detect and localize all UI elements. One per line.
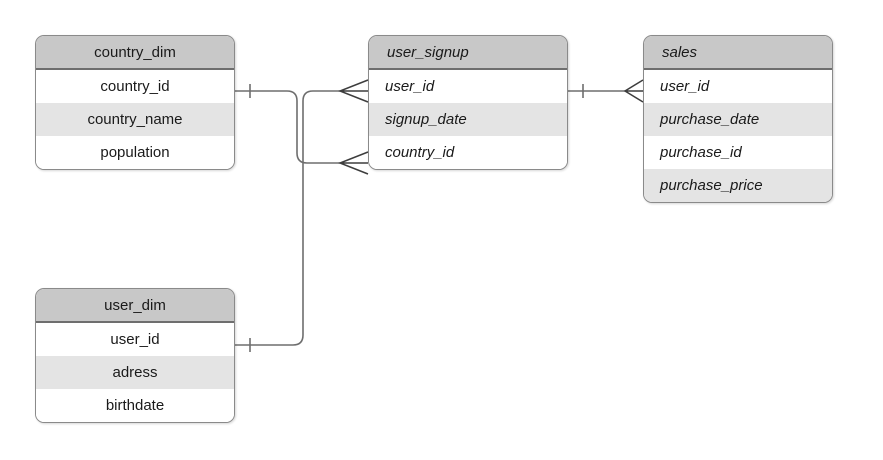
many-cardinality-crowsfoot-user_signup-country_id	[337, 151, 369, 175]
many-cardinality-crowsfoot-user_signup-user_id	[337, 79, 369, 103]
entity-field-user_signup-signup_date[interactable]: signup_date	[369, 103, 567, 136]
entity-field-sales-user_id[interactable]: user_id	[644, 70, 832, 103]
entity-table-sales[interactable]: sales user_id purchase_date purchase_id …	[643, 35, 833, 203]
entity-field-user_dim-user_id[interactable]: user_id	[36, 323, 234, 356]
entity-table-user_signup[interactable]: user_signup user_id signup_date country_…	[368, 35, 568, 170]
entity-field-user_dim-adress[interactable]: adress	[36, 356, 234, 389]
entity-table-country_dim[interactable]: country_dim country_id country_name popu…	[35, 35, 235, 170]
entity-field-country_dim-country_id[interactable]: country_id	[36, 70, 234, 103]
link-path-user_dim-user_signup	[235, 90, 340, 346]
relationship-user_signup-to-sales[interactable]	[568, 79, 644, 103]
entity-field-sales-purchase_date[interactable]: purchase_date	[644, 103, 832, 136]
entity-field-user_dim-birthdate[interactable]: birthdate	[36, 389, 234, 422]
relationship-country_dim-to-user_signup[interactable]	[235, 84, 369, 175]
entity-title-country_dim: country_dim	[36, 36, 234, 70]
entity-field-sales-purchase_price[interactable]: purchase_price	[644, 169, 832, 202]
entity-field-user_signup-country_id[interactable]: country_id	[369, 136, 567, 169]
many-cardinality-crowsfoot-sales-user_id	[623, 79, 644, 103]
link-path-country_dim-user_signup	[235, 90, 340, 164]
entity-field-sales-purchase_id[interactable]: purchase_id	[644, 136, 832, 169]
entity-table-user_dim[interactable]: user_dim user_id adress birthdate	[35, 288, 235, 423]
entity-title-user_signup: user_signup	[369, 36, 567, 70]
relationship-user_dim-to-user_signup[interactable]	[235, 79, 369, 352]
entity-title-sales: sales	[644, 36, 832, 70]
entity-field-country_dim-country_name[interactable]: country_name	[36, 103, 234, 136]
entity-title-user_dim: user_dim	[36, 289, 234, 323]
entity-field-user_signup-user_id[interactable]: user_id	[369, 70, 567, 103]
entity-field-country_dim-population[interactable]: population	[36, 136, 234, 169]
